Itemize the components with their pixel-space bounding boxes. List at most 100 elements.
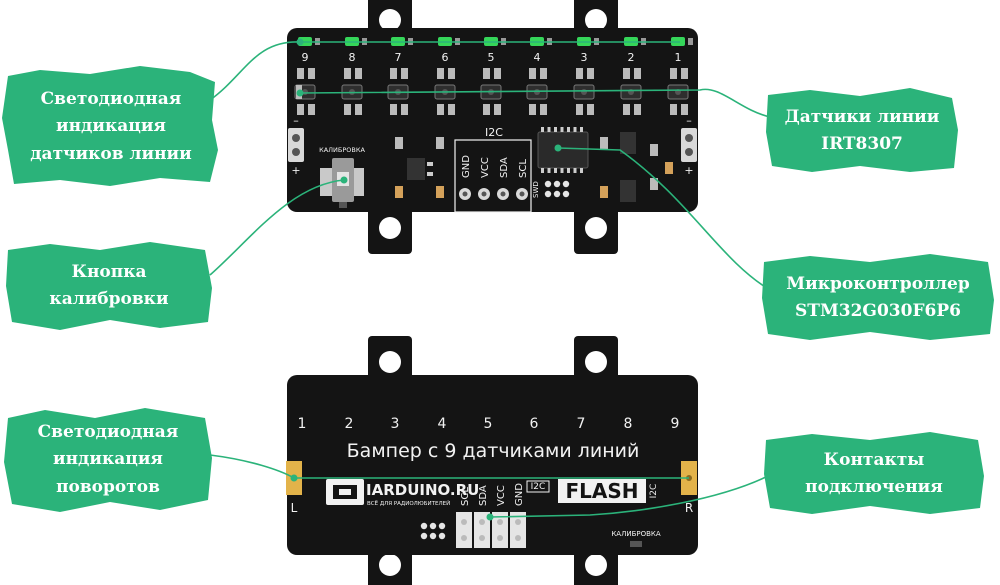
smd-part (576, 68, 583, 79)
mcu-leg (567, 168, 570, 173)
callout-line-sensors-text: Датчики линии IRT8307 (784, 106, 940, 154)
callout-turn-leds-text: Светодиодная индикация поворотов (37, 422, 179, 497)
mcu-leg (541, 168, 544, 173)
smd-part (401, 68, 408, 79)
smd-part (355, 68, 362, 79)
blob-contacts (764, 432, 984, 514)
smd-part (297, 68, 304, 79)
bottom-pad (420, 532, 428, 540)
swd-pad (553, 190, 561, 198)
bottom-pin-label: VCC (496, 485, 507, 506)
top-smd-row (297, 68, 688, 115)
connector-dot (290, 474, 298, 482)
mcu-leg (560, 168, 564, 173)
bottom-pin-pad (456, 512, 472, 548)
bottom-pin-pad (492, 512, 508, 548)
bottom-sensor-number: 2 (345, 416, 354, 432)
smd-part (623, 104, 630, 115)
callout-mcu-text: Микроконтроллер STM32G030F6P6 (786, 273, 970, 321)
bottom-pad (438, 522, 446, 530)
smd-part (448, 104, 455, 115)
bottom-pin-hole (497, 519, 503, 525)
svg-text:IARDUINO.RU: IARDUINO.RU (366, 481, 479, 499)
mcu-leg (547, 127, 551, 132)
smd-part (344, 68, 351, 79)
callout-contacts-text: Контакты подключения (805, 449, 943, 497)
svg-text:FLASH: FLASH (565, 479, 638, 503)
blob-calib-button (6, 242, 212, 330)
top-sensor-number: 2 (628, 51, 635, 64)
swd-pads: SWD (532, 180, 570, 198)
mcu-leg (580, 168, 583, 173)
mcu-leg (580, 127, 583, 132)
top-sensor-number: 3 (581, 51, 588, 64)
smd-part (448, 68, 455, 79)
bottom-misc-pads: КАЛИБРОВКА (420, 522, 661, 547)
bottom-sensor-number: 6 (530, 416, 539, 432)
smd-part (297, 104, 304, 115)
svg-text:КАЛИБРОВКА: КАЛИБРОВКА (319, 146, 365, 154)
smd-part (681, 68, 688, 79)
mcu-leg (547, 168, 551, 173)
board-title: Бампер с 9 датчиками линий (347, 440, 640, 462)
mcu-leg (573, 127, 577, 132)
top-pin-hole (462, 191, 468, 197)
smd-part (623, 68, 630, 79)
swd-pad (544, 190, 552, 198)
top-pin-hole (500, 191, 506, 197)
bottom-pin-hole (515, 535, 521, 541)
bottom-pin-pad (474, 512, 490, 548)
smd-part (437, 104, 444, 115)
bottom-sensor-number: 4 (438, 416, 447, 432)
smd-part (483, 68, 490, 79)
bottom-sensor-number: 9 (671, 416, 680, 432)
blob-line-sensors (766, 88, 958, 172)
smd-part (540, 68, 547, 79)
svg-text:R: R (685, 501, 693, 515)
smd-part (576, 104, 583, 115)
smd-part (634, 68, 641, 79)
smd-part (390, 68, 397, 79)
smd-part (587, 68, 594, 79)
callout-mcu: Микроконтроллер STM32G030F6P6 (762, 256, 994, 340)
connector-dot (554, 144, 562, 152)
bottom-pad (429, 532, 437, 540)
svg-text:I2C: I2C (485, 126, 503, 139)
top-misc-components (395, 132, 673, 202)
svg-text:+: + (291, 164, 300, 177)
bottom-pin-hole (461, 519, 467, 525)
top-sensor-number: 9 (302, 51, 309, 64)
mcu-leg (567, 127, 570, 132)
svg-text:ВСЁ ДЛЯ РАДИОЛЮБИТЕЛЕЙ: ВСЁ ДЛЯ РАДИОЛЮБИТЕЛЕЙ (367, 500, 450, 507)
smd-part (670, 68, 677, 79)
callout-line-leds-text: Светодиодная индикация датчиков линии (30, 89, 192, 164)
bottom-pin-hole (461, 535, 467, 541)
smd-part (401, 104, 408, 115)
top-pin-hole (481, 191, 487, 197)
swd-pad (553, 180, 561, 188)
smd-part (494, 104, 501, 115)
top-pin-label: GND (461, 155, 472, 178)
smd-part (540, 104, 547, 115)
callout-contacts: Контакты подключения (764, 434, 984, 514)
svg-text:–: – (686, 114, 692, 127)
smd-part (483, 104, 490, 115)
bottom-pin-hole (515, 519, 521, 525)
smd-part (308, 104, 315, 115)
bottom-pin-label: SDA (478, 485, 489, 506)
smd-part (681, 104, 688, 115)
blob-line-leds (2, 66, 218, 186)
bottom-pin-label: GND (514, 483, 525, 506)
top-pin-label: VCC (480, 157, 491, 178)
smd-part (587, 104, 594, 115)
top-pin-hole (519, 191, 525, 197)
smd-part (390, 104, 397, 115)
svg-text:L: L (291, 501, 298, 515)
callout-line-leds: Светодиодная индикация датчиков линии (8, 70, 214, 184)
line-sensor-lens (581, 89, 587, 95)
callout-calib-button-text: Кнопка калибровки (49, 261, 169, 309)
